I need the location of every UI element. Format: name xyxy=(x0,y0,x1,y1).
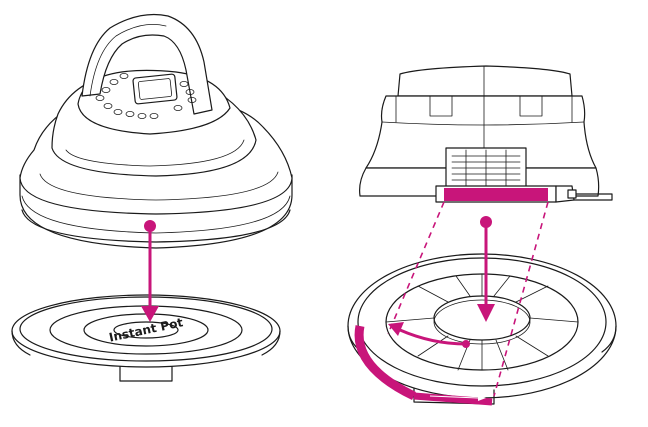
left-illustration: Instant Pot xyxy=(11,13,293,382)
tray xyxy=(347,253,617,406)
right-illustration xyxy=(347,65,617,406)
lid xyxy=(19,13,293,249)
alignment-guides xyxy=(387,201,549,397)
right-down-arrow xyxy=(477,216,495,322)
left-down-arrow xyxy=(141,220,159,322)
lid-bottom xyxy=(359,65,613,203)
base-plate: Instant Pot xyxy=(11,294,281,382)
